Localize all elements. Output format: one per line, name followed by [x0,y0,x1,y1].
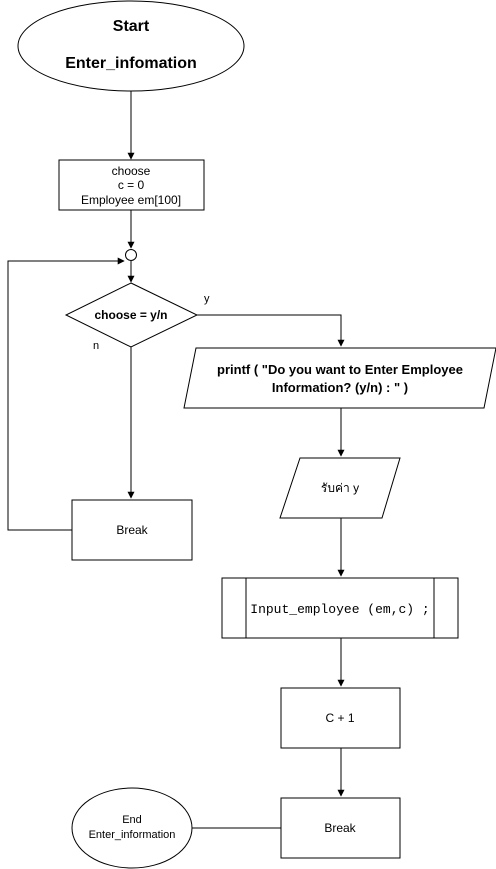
connector-decision-yes [197,314,345,347]
start-terminal: Start Enter_infomation [17,0,245,92]
init-line-choose: choose [112,164,151,178]
init-line-array: Employee em[100] [81,193,181,207]
connector-loop-back [7,257,125,531]
increment-process: C + 1 [280,687,401,749]
input-employee-subprocess: Input_employee (em,c) ; [221,577,459,639]
end-terminal: End Enter_information [71,787,193,869]
init-line-counter: c = 0 [118,178,145,192]
start-title: Start [113,18,150,35]
junction-point [125,249,137,261]
input-y-label: รับค่า y [321,481,359,495]
no-branch-label: n [93,340,99,352]
prompt-output: printf ( "Do you want to Enter Employee … [183,347,496,409]
init-process: choose c = 0 Employee em[100] [58,159,205,211]
decision-diamond: choose = y/n [64,282,199,348]
break-left-process: Break [71,499,193,561]
subprocess-label: Input_employee (em,c) ; [250,602,429,617]
increment-label: C + 1 [325,711,354,725]
prompt-line-1: printf ( "Do you want to Enter Employee [217,362,463,377]
break-right-process: Break [280,797,401,859]
break-right-label: Break [324,821,356,835]
yes-branch-label: y [204,293,210,305]
end-title: End [122,814,142,826]
start-subtitle: Enter_infomation [65,55,197,72]
prompt-line-2: Information? (y/n) : " ) [272,380,408,395]
break-left-label: Break [116,523,148,537]
input-y: รับค่า y [279,457,401,519]
decision-label: choose = y/n [94,308,167,322]
end-subtitle: Enter_information [89,829,176,841]
